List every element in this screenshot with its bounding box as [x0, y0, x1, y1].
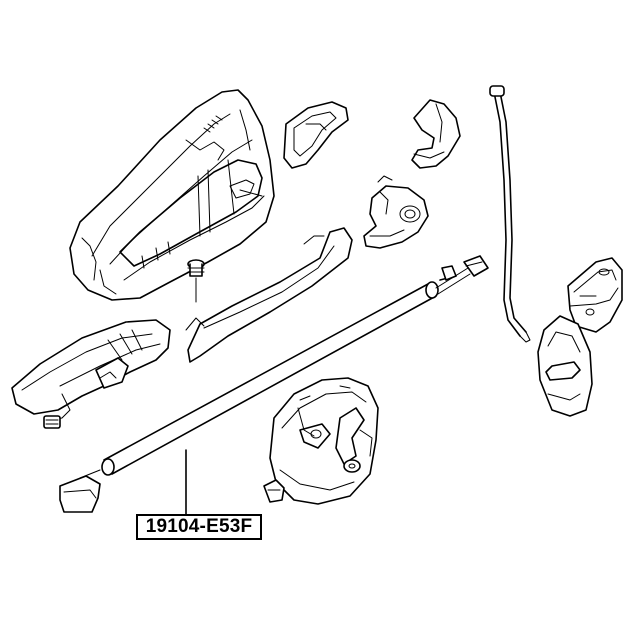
outer-door-handle	[185, 227, 353, 363]
door-striker	[567, 257, 623, 333]
part-number-label: 19104-E53F	[136, 514, 262, 540]
handle-end-cap	[411, 99, 461, 169]
lock-rod	[489, 85, 531, 343]
inner-handle-assembly	[11, 319, 171, 429]
door-lock-transfer-rod	[59, 255, 489, 513]
striker-plate	[537, 315, 593, 417]
door-lock-actuator	[263, 377, 379, 505]
lock-cylinder-bezel	[363, 175, 429, 249]
cylinder-cover-cap	[283, 101, 349, 169]
handle-carrier-frame	[69, 89, 275, 303]
